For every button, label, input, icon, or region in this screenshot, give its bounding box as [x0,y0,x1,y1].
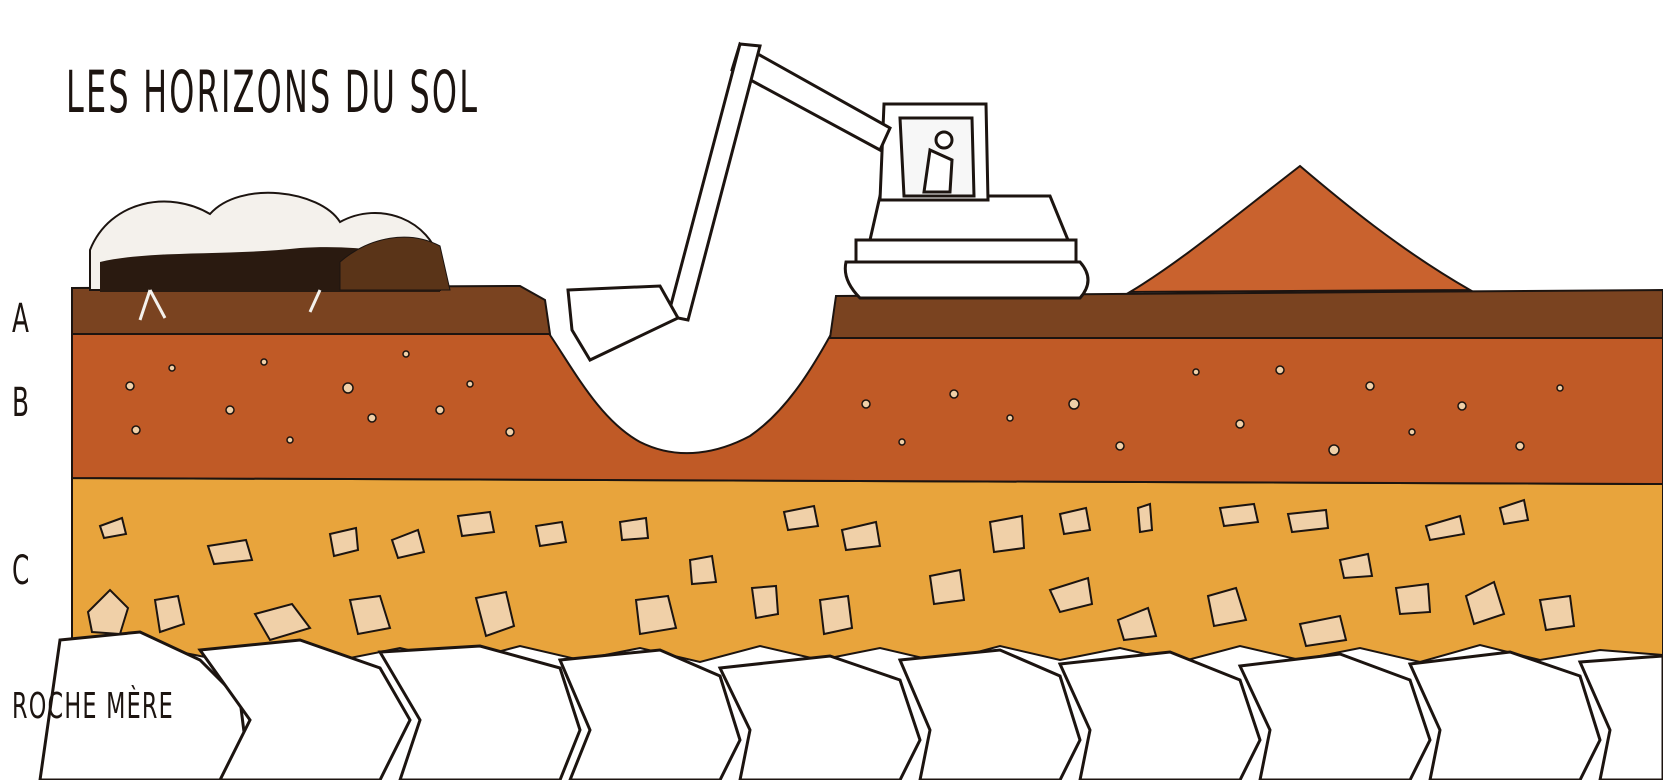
dirt-pile [1130,166,1470,292]
diagram-title: LES HORIZONS DU SOL [66,58,479,126]
horizon-label-roche-mere: ROCHE MÈRE [12,686,174,727]
horizon-label-a: A [12,296,30,342]
horizon-label-c: C [12,548,31,594]
horizon-label-b: B [12,380,30,426]
horizon-c-layer [72,478,1663,662]
